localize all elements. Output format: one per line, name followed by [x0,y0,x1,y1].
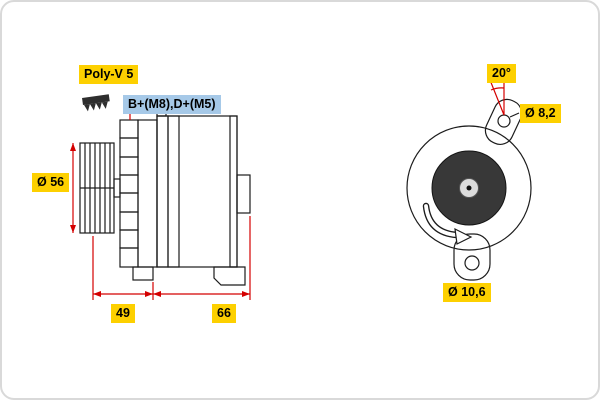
label-ear-angle: 20° [487,64,516,83]
angle-arc [490,87,505,91]
label-dimension-66: 66 [212,304,236,323]
label-belt-type: Poly-V 5 [79,65,139,84]
rear-view [406,98,532,281]
side-view-dimensions [70,114,251,300]
label-dimension-49: 49 [111,304,135,323]
drive-end-bracket-fins [119,119,158,268]
label-ear-hole-diameter: Ø 8,2 [520,104,561,123]
angle-dimension-lines [489,79,505,116]
arrowhead [93,291,101,297]
ear-hole-bottom [464,255,480,271]
rear-housing-circle [406,125,532,251]
arrowhead [70,225,76,233]
pulley-shaft [113,178,121,198]
arrowhead [242,291,250,297]
label-foot-hole-diameter: Ø 10,6 [443,283,491,302]
rear-view-dimensions [489,79,520,118]
rotation-direction-arrow-icon [422,202,473,245]
rear-bearing-boss [236,174,251,214]
ear-hole-top [497,114,511,128]
side-view [79,94,251,286]
extension-lines [92,216,251,300]
mounting-feet [132,266,246,286]
housing [156,108,238,268]
label-terminals: B+(M8),D+(M5) [123,95,221,114]
mounting-ear-bottom [453,233,491,281]
pulley [79,142,121,234]
hole-leader-line [509,112,520,118]
belt-profile-icon [82,94,110,112]
arrowhead [70,143,76,151]
mounting-ear-top [484,98,523,145]
label-pulley-diameter: Ø 56 [32,173,70,192]
arrowhead [145,291,153,297]
arrowhead [153,291,161,297]
shaft-center-dot [466,185,472,191]
